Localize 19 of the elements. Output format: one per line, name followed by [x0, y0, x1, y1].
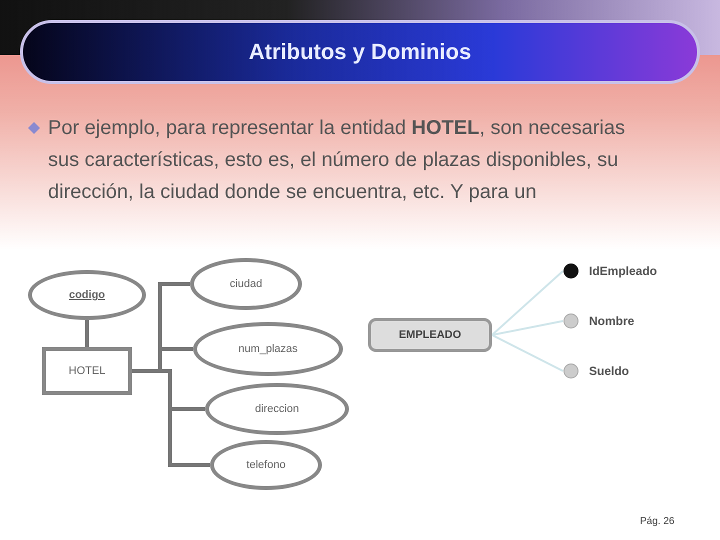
entity-name: HOTEL: [68, 365, 106, 377]
entity-name: EMPLEADO: [398, 329, 462, 341]
slide-title: Atributos y Dominios: [248, 39, 472, 65]
entity-box: [368, 318, 492, 352]
connector-line: [85, 320, 89, 347]
connector-line: [492, 320, 564, 336]
attribute-name: num_plazas: [238, 343, 298, 355]
attribute-name: Nombre: [589, 314, 634, 328]
attribute-name: IdEmpleado: [589, 264, 658, 278]
connector-line: [491, 270, 564, 336]
attribute-name: direccion: [254, 403, 300, 415]
body-paragraph: Por ejemplo, para representar la entidad HOTEL, son necesarias sus características, esto es, el número de plazas disponibles, su dirección, la ciudad donde se encuentra, etc. Y para un: [48, 116, 626, 205]
attribute-name: codigo: [68, 289, 106, 301]
attribute-name: Sueldo: [589, 364, 630, 378]
connector-line: [492, 334, 564, 372]
entity-box: [42, 347, 132, 395]
attribute-name: telefono: [246, 459, 286, 471]
attribute-name: ciudad: [230, 278, 262, 290]
page-number: Pág. 26: [640, 516, 674, 527]
